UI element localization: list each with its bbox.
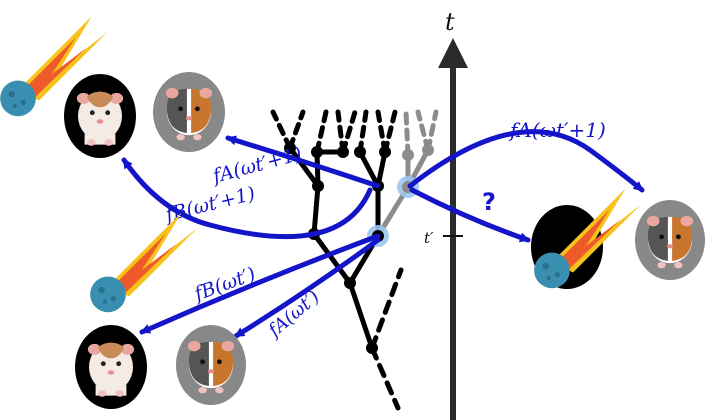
time-axis-tick-label: t′ (424, 229, 434, 247)
blue-arrows (121, 129, 645, 339)
label-fA-right: fA(ωt′+1) (508, 118, 606, 142)
arrow-fA-right (407, 129, 645, 193)
arrow-fB-top-left (121, 157, 373, 240)
arrow-fA-top-left (225, 135, 381, 189)
time-axis-arrowhead (438, 38, 468, 68)
guinea-pig-tricolor-icon (635, 200, 705, 280)
guinea-pig-white-icon (75, 325, 147, 409)
label-question: ? (482, 188, 496, 216)
label-fA-top-left: fA(ωt′+1) (209, 143, 305, 188)
time-axis-label: t (445, 8, 455, 36)
arrow-fB-bottom-left (139, 233, 381, 335)
guinea-pig-tricolor-icon (176, 325, 246, 405)
tree-nodes (284, 142, 391, 354)
label-fB-bottom-left: fB(ωt′) (190, 263, 259, 306)
guinea-pig-white-icon (64, 74, 136, 158)
guinea-pig-tricolor-icon (153, 72, 225, 152)
comet-icon (90, 212, 198, 313)
arrow-fA-bottom-left (233, 237, 381, 339)
arrow-question (409, 187, 531, 243)
